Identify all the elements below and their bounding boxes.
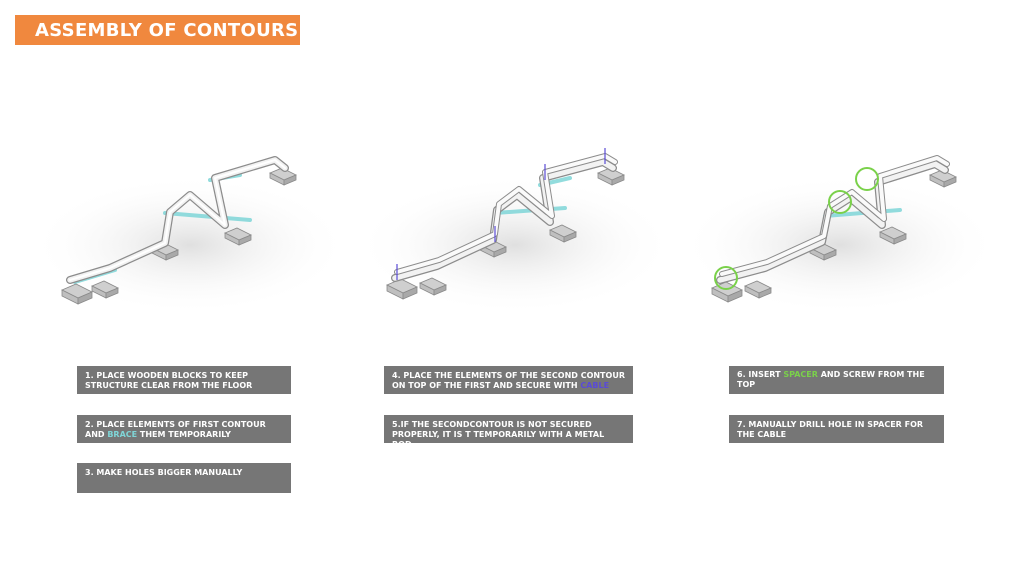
step-6-box: 6. INSERT SPACER AND SCREW FROM THE TOP: [729, 366, 944, 394]
title-banner: ASSEMBLY OF CONTOURS: [15, 15, 300, 45]
spacer-highlight: SPACER: [783, 370, 818, 379]
step-7-text: 7. MANUALLY DRILL HOLE IN SPACER FOR THE…: [737, 420, 924, 439]
brace-highlight: BRACE: [107, 430, 138, 439]
step-1-box: 1. PLACE WOODEN BLOCKS TO KEEP STRUCTURE…: [77, 366, 291, 394]
wooden-blocks: [711, 169, 957, 303]
step-1-text: 1. PLACE WOODEN BLOCKS TO KEEP STRUCTURE…: [85, 371, 253, 390]
ground-shadow: [40, 175, 350, 315]
ground-shadow: [690, 175, 1000, 315]
wooden-blocks: [61, 167, 297, 305]
step-6-text-b: AND SCREW FROM THE TOP: [737, 370, 925, 389]
page-title: ASSEMBLY OF CONTOURS: [35, 19, 299, 41]
second-contour: [719, 155, 950, 277]
ground-shadow: [365, 175, 675, 315]
first-contour: [66, 156, 289, 284]
spacer-markers: [714, 167, 879, 290]
step-3-text: 3. MAKE HOLES BIGGER MANUALLY: [85, 468, 243, 477]
step-2-text-b: THEM TEMPORARILY: [137, 430, 231, 439]
step-2-text-a: 2. PLACE ELEMENTS OF FIRST CONTOUR AND: [85, 420, 266, 439]
step-2-box: 2. PLACE ELEMENTS OF FIRST CONTOUR AND B…: [77, 415, 291, 443]
step-6-text-a: 6. INSERT: [737, 370, 784, 379]
cable-highlight: CABLE: [580, 381, 610, 390]
step-5-text: 5.IF THE SECONDCONTOUR IS NOT SECURED PR…: [392, 420, 605, 449]
step-7-box: 7. MANUALLY DRILL HOLE IN SPACER FOR THE…: [729, 415, 944, 443]
step-3-box: 3. MAKE HOLES BIGGER MANUALLY: [77, 463, 291, 493]
second-contour: [394, 153, 618, 275]
contour-assembly-illustration-1: [40, 156, 350, 315]
step-4-box: 4. PLACE THE ELEMENTS OF THE SECOND CONT…: [384, 366, 633, 394]
contour-assembly-illustration-3: [690, 155, 1000, 315]
cable-ties: [396, 148, 606, 280]
first-contour: [391, 158, 617, 282]
step-5-box: 5.IF THE SECONDCONTOUR IS NOT SECURED PR…: [384, 415, 633, 449]
contour-assembly-illustration-2: [365, 148, 675, 315]
wooden-blocks: [386, 167, 625, 300]
step-4-text-a: 4. PLACE THE ELEMENTS OF THE SECOND CONT…: [392, 371, 625, 390]
